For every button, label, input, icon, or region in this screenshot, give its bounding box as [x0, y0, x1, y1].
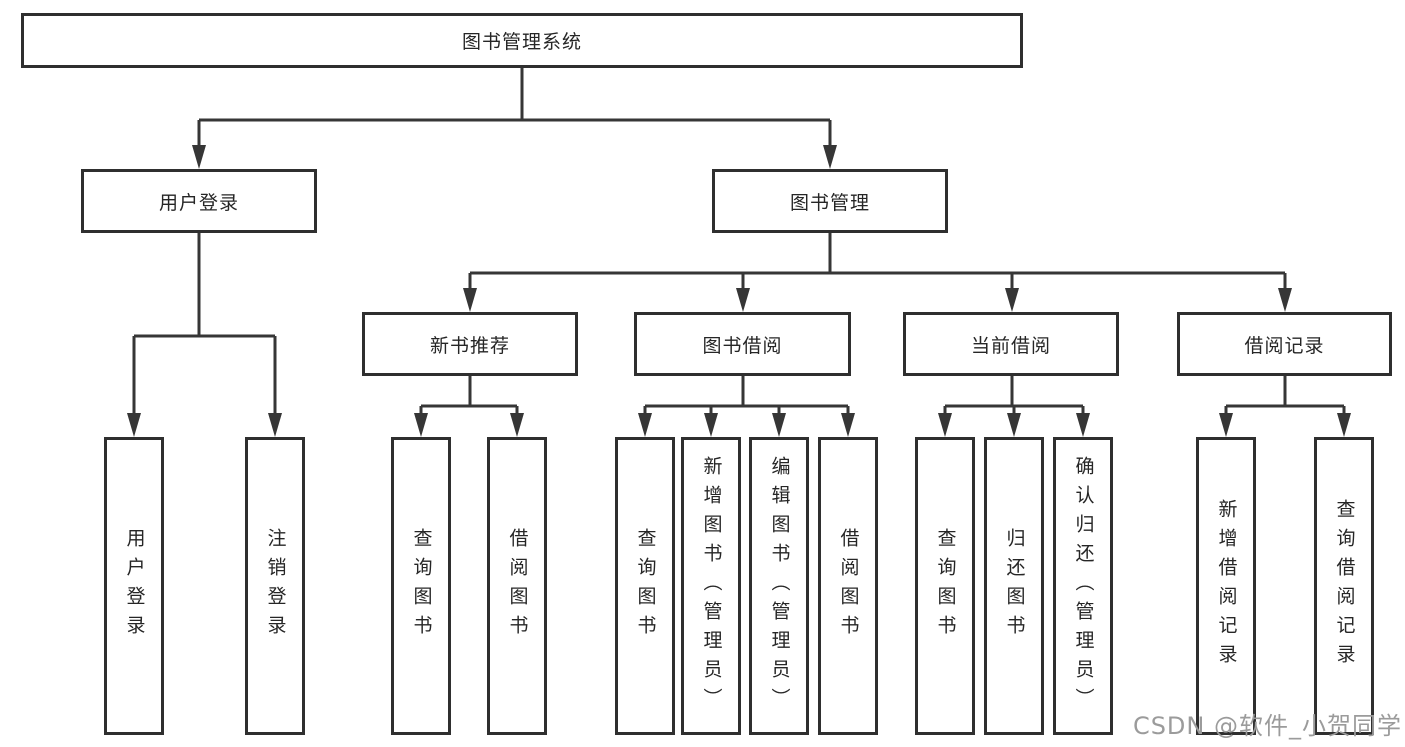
node-borrow-records: 借阅记录: [1177, 312, 1392, 376]
node-library-management-system: 图书管理系统: [21, 13, 1023, 68]
arrowhead: [510, 413, 524, 437]
arrowhead: [736, 288, 750, 312]
node-book-borrow: 图书借阅: [634, 312, 851, 376]
arrowhead: [772, 413, 786, 437]
node-label: 当前借阅: [970, 334, 1051, 357]
node-label: 图书管理系统: [461, 31, 582, 53]
node-label: 新增借阅记录: [1215, 499, 1238, 673]
connector-current-to-leaves: [943, 376, 1085, 418]
arrowhead: [414, 413, 428, 437]
arrowhead: [127, 413, 141, 437]
node-label: 图书管理: [789, 191, 870, 214]
arrowhead: [463, 288, 477, 312]
leaf-recommend-borrow-books: 借阅图书: [487, 437, 547, 735]
node-label: 查询图书: [634, 528, 657, 644]
connector-root-to-level1: [197, 68, 832, 150]
arrowhead: [1076, 413, 1090, 437]
arrowhead: [1007, 413, 1021, 437]
arrowhead: [1219, 413, 1233, 437]
arrowhead: [938, 413, 952, 437]
connector-login-to-leaves: [132, 233, 277, 418]
node-label: 新书推荐: [429, 334, 510, 357]
node-label: 借阅记录: [1244, 334, 1325, 357]
node-label: 查询借阅记录: [1333, 499, 1356, 673]
node-label: 归还图书: [1003, 528, 1026, 644]
node-label: 确认归还（管理员）: [1072, 455, 1095, 717]
leaf-confirm-return-admin: 确认归还（管理员）: [1053, 437, 1113, 735]
node-user-login: 用户登录: [81, 169, 317, 233]
leaf-add-borrow-record: 新增借阅记录: [1196, 437, 1256, 735]
leaf-query-borrow-record: 查询借阅记录: [1314, 437, 1374, 735]
connector-mgmt-to-level2: [468, 233, 1287, 292]
leaf-return-books: 归还图书: [984, 437, 1044, 735]
connector-records-to-leaves: [1224, 376, 1346, 418]
node-label: 新增图书（管理员）: [700, 455, 723, 717]
leaf-edit-books-admin: 编辑图书（管理员）: [749, 437, 809, 735]
node-label: 用户登录: [123, 528, 146, 644]
node-label: 查询图书: [410, 528, 433, 644]
arrowhead: [192, 145, 206, 169]
node-label: 注销登录: [264, 528, 287, 644]
arrowhead: [1278, 288, 1292, 312]
arrowhead: [704, 413, 718, 437]
connector-borrow-to-leaves: [643, 376, 850, 418]
leaf-borrow-books: 借阅图书: [818, 437, 878, 735]
node-current-borrow: 当前借阅: [903, 312, 1119, 376]
node-label: 编辑图书（管理员）: [768, 455, 791, 717]
arrowhead: [823, 145, 837, 169]
node-label: 查询图书: [934, 528, 957, 644]
leaf-current-query-books: 查询图书: [915, 437, 975, 735]
arrowhead: [1005, 288, 1019, 312]
node-new-book-recommend: 新书推荐: [362, 312, 578, 376]
leaf-user-login: 用户登录: [104, 437, 164, 735]
arrowhead: [841, 413, 855, 437]
arrowhead: [268, 413, 282, 437]
csdn-watermark: CSDN @软件_小贺同学: [1132, 712, 1402, 740]
leaf-borrow-query-books: 查询图书: [615, 437, 675, 735]
node-label: 用户登录: [158, 191, 239, 214]
node-label: 借阅图书: [506, 528, 529, 644]
node-label: 借阅图书: [837, 528, 860, 644]
leaf-add-books-admin: 新增图书（管理员）: [681, 437, 741, 735]
leaf-recommend-query-books: 查询图书: [391, 437, 451, 735]
connector-recommend-to-leaves: [419, 376, 519, 418]
node-book-management: 图书管理: [712, 169, 948, 233]
arrowhead: [1337, 413, 1351, 437]
leaf-logout: 注销登录: [245, 437, 305, 735]
node-label: 图书借阅: [702, 334, 783, 357]
arrowhead: [638, 413, 652, 437]
